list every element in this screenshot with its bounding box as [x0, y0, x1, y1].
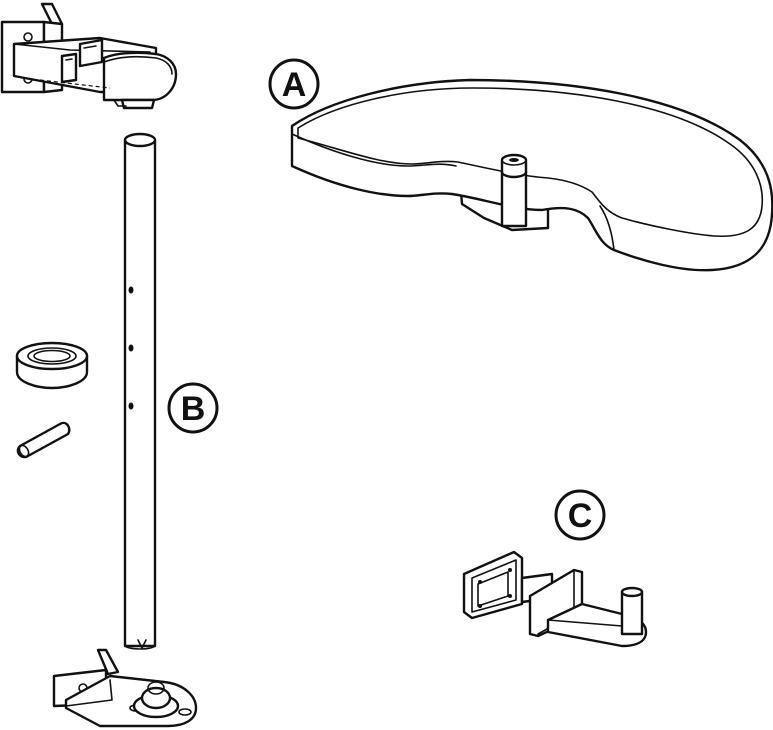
- pin: [16, 421, 71, 459]
- callout-b-label: B: [181, 390, 206, 428]
- callout-c-label: C: [568, 497, 593, 535]
- callout-a-label: A: [282, 66, 307, 104]
- top-bracket: [0, 2, 178, 110]
- vertical-pole: [123, 132, 157, 650]
- callout-b: B: [167, 382, 219, 434]
- callout-c: C: [554, 489, 606, 541]
- bearing-ring: [15, 341, 89, 390]
- kidney-shelf: [290, 78, 773, 272]
- bottom-bracket: [52, 648, 198, 728]
- side-support: [462, 550, 648, 648]
- callout-a: A: [268, 58, 320, 110]
